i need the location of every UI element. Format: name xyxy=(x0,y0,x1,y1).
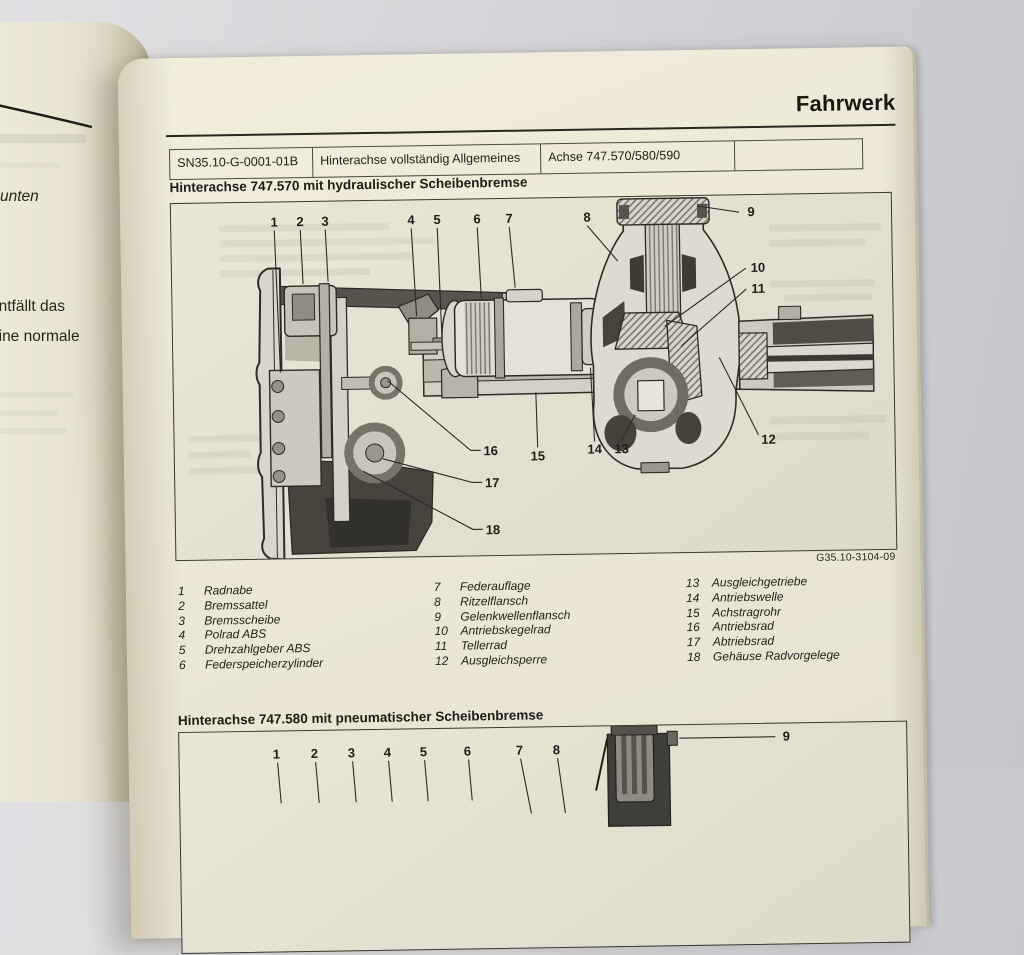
axle-diagram-panel-2: 1 2 3 4 5 6 7 8 9 xyxy=(178,720,911,955)
diagram-callout: 7 xyxy=(516,743,523,758)
diagram-callout: 2 xyxy=(311,746,318,761)
show-through-text xyxy=(188,222,887,475)
left-page-title-rule xyxy=(0,104,93,129)
callout-numbers: 1 2 3 4 5 6 7 8 9 xyxy=(273,728,790,761)
callout-leader-lines xyxy=(273,205,760,530)
show-through-text xyxy=(0,410,58,416)
section2-heading: Hinterachse 747.580 mit pneumatischer Sc… xyxy=(177,707,544,729)
show-through-text xyxy=(0,392,74,398)
doc-number-cell: SN35.10-G-0001-01B xyxy=(177,154,299,171)
left-page-text-fragment: eine normale xyxy=(0,328,80,345)
left-page-text-fragment: entfällt das xyxy=(0,298,65,315)
left-page-text-fragment: unten xyxy=(0,188,39,205)
axle-diagram-panel: 1 2 3 4 5 6 7 8 9 10 11 12 13 14 15 16 1… xyxy=(169,191,898,562)
diagram-callout: 17 xyxy=(485,475,500,490)
empty-cell xyxy=(733,139,863,171)
diagram-callout: 5 xyxy=(433,212,440,227)
diagram-callout: 18 xyxy=(486,522,501,537)
diagram-callout: 6 xyxy=(464,743,471,758)
diagram-callout: 2 xyxy=(296,214,303,229)
diagram-callout: 1 xyxy=(270,214,277,229)
manual-page: Fahrwerk SN35.10-G-0001-01B Hinterachse … xyxy=(117,46,930,955)
diagram-callout: 5 xyxy=(420,744,427,759)
show-through-text xyxy=(0,134,86,143)
diagram-callout: 3 xyxy=(321,214,328,229)
diagram-callout: 14 xyxy=(587,441,602,456)
diagram-callout: 1 xyxy=(273,746,280,761)
show-through-text xyxy=(0,162,60,168)
diagram-callout: 13 xyxy=(614,441,629,456)
axle-cross-section-drawing: 1 2 3 4 5 6 7 8 9 10 11 12 13 14 15 16 1… xyxy=(188,197,887,561)
photo-of-manual-page: { "left_page": { "fragments": { "f1": "u… xyxy=(0,0,1024,768)
diagram-callout: 12 xyxy=(761,432,776,447)
diagram-callout: 8 xyxy=(553,742,560,757)
diagram-callout: 16 xyxy=(483,443,498,458)
air-chamber-art xyxy=(595,725,678,827)
axle-line-art xyxy=(255,197,875,561)
pneumatic-axle-drawing: 1 2 3 4 5 6 7 8 9 xyxy=(273,725,790,827)
axle-models-cell: Achse 747.570/580/590 xyxy=(539,141,735,174)
diagram-callout: 4 xyxy=(407,212,415,227)
title-rule xyxy=(165,123,896,138)
diagram-callout: 11 xyxy=(751,281,765,296)
diagram-callout: 15 xyxy=(530,448,545,463)
diagram-callout: 9 xyxy=(747,204,754,219)
doc-title-cell: Hinterachse vollständig Allgemeines xyxy=(311,144,541,177)
figure-code: G35.10-3104-09 xyxy=(816,550,896,565)
diagram-callout: 3 xyxy=(348,745,355,760)
diagram-callout: 7 xyxy=(505,211,512,226)
diagram-callout: 10 xyxy=(751,260,766,275)
diagram-callout: 8 xyxy=(583,210,590,225)
diagram-callout: 6 xyxy=(473,211,480,226)
page-title: Fahrwerk xyxy=(795,89,896,117)
show-through-text xyxy=(0,428,66,434)
callout-numbers: 1 2 3 4 5 6 7 8 9 10 11 12 13 14 15 16 1… xyxy=(270,204,776,537)
diagram-callout: 9 xyxy=(783,728,790,743)
diagram-callout: 4 xyxy=(384,745,392,760)
